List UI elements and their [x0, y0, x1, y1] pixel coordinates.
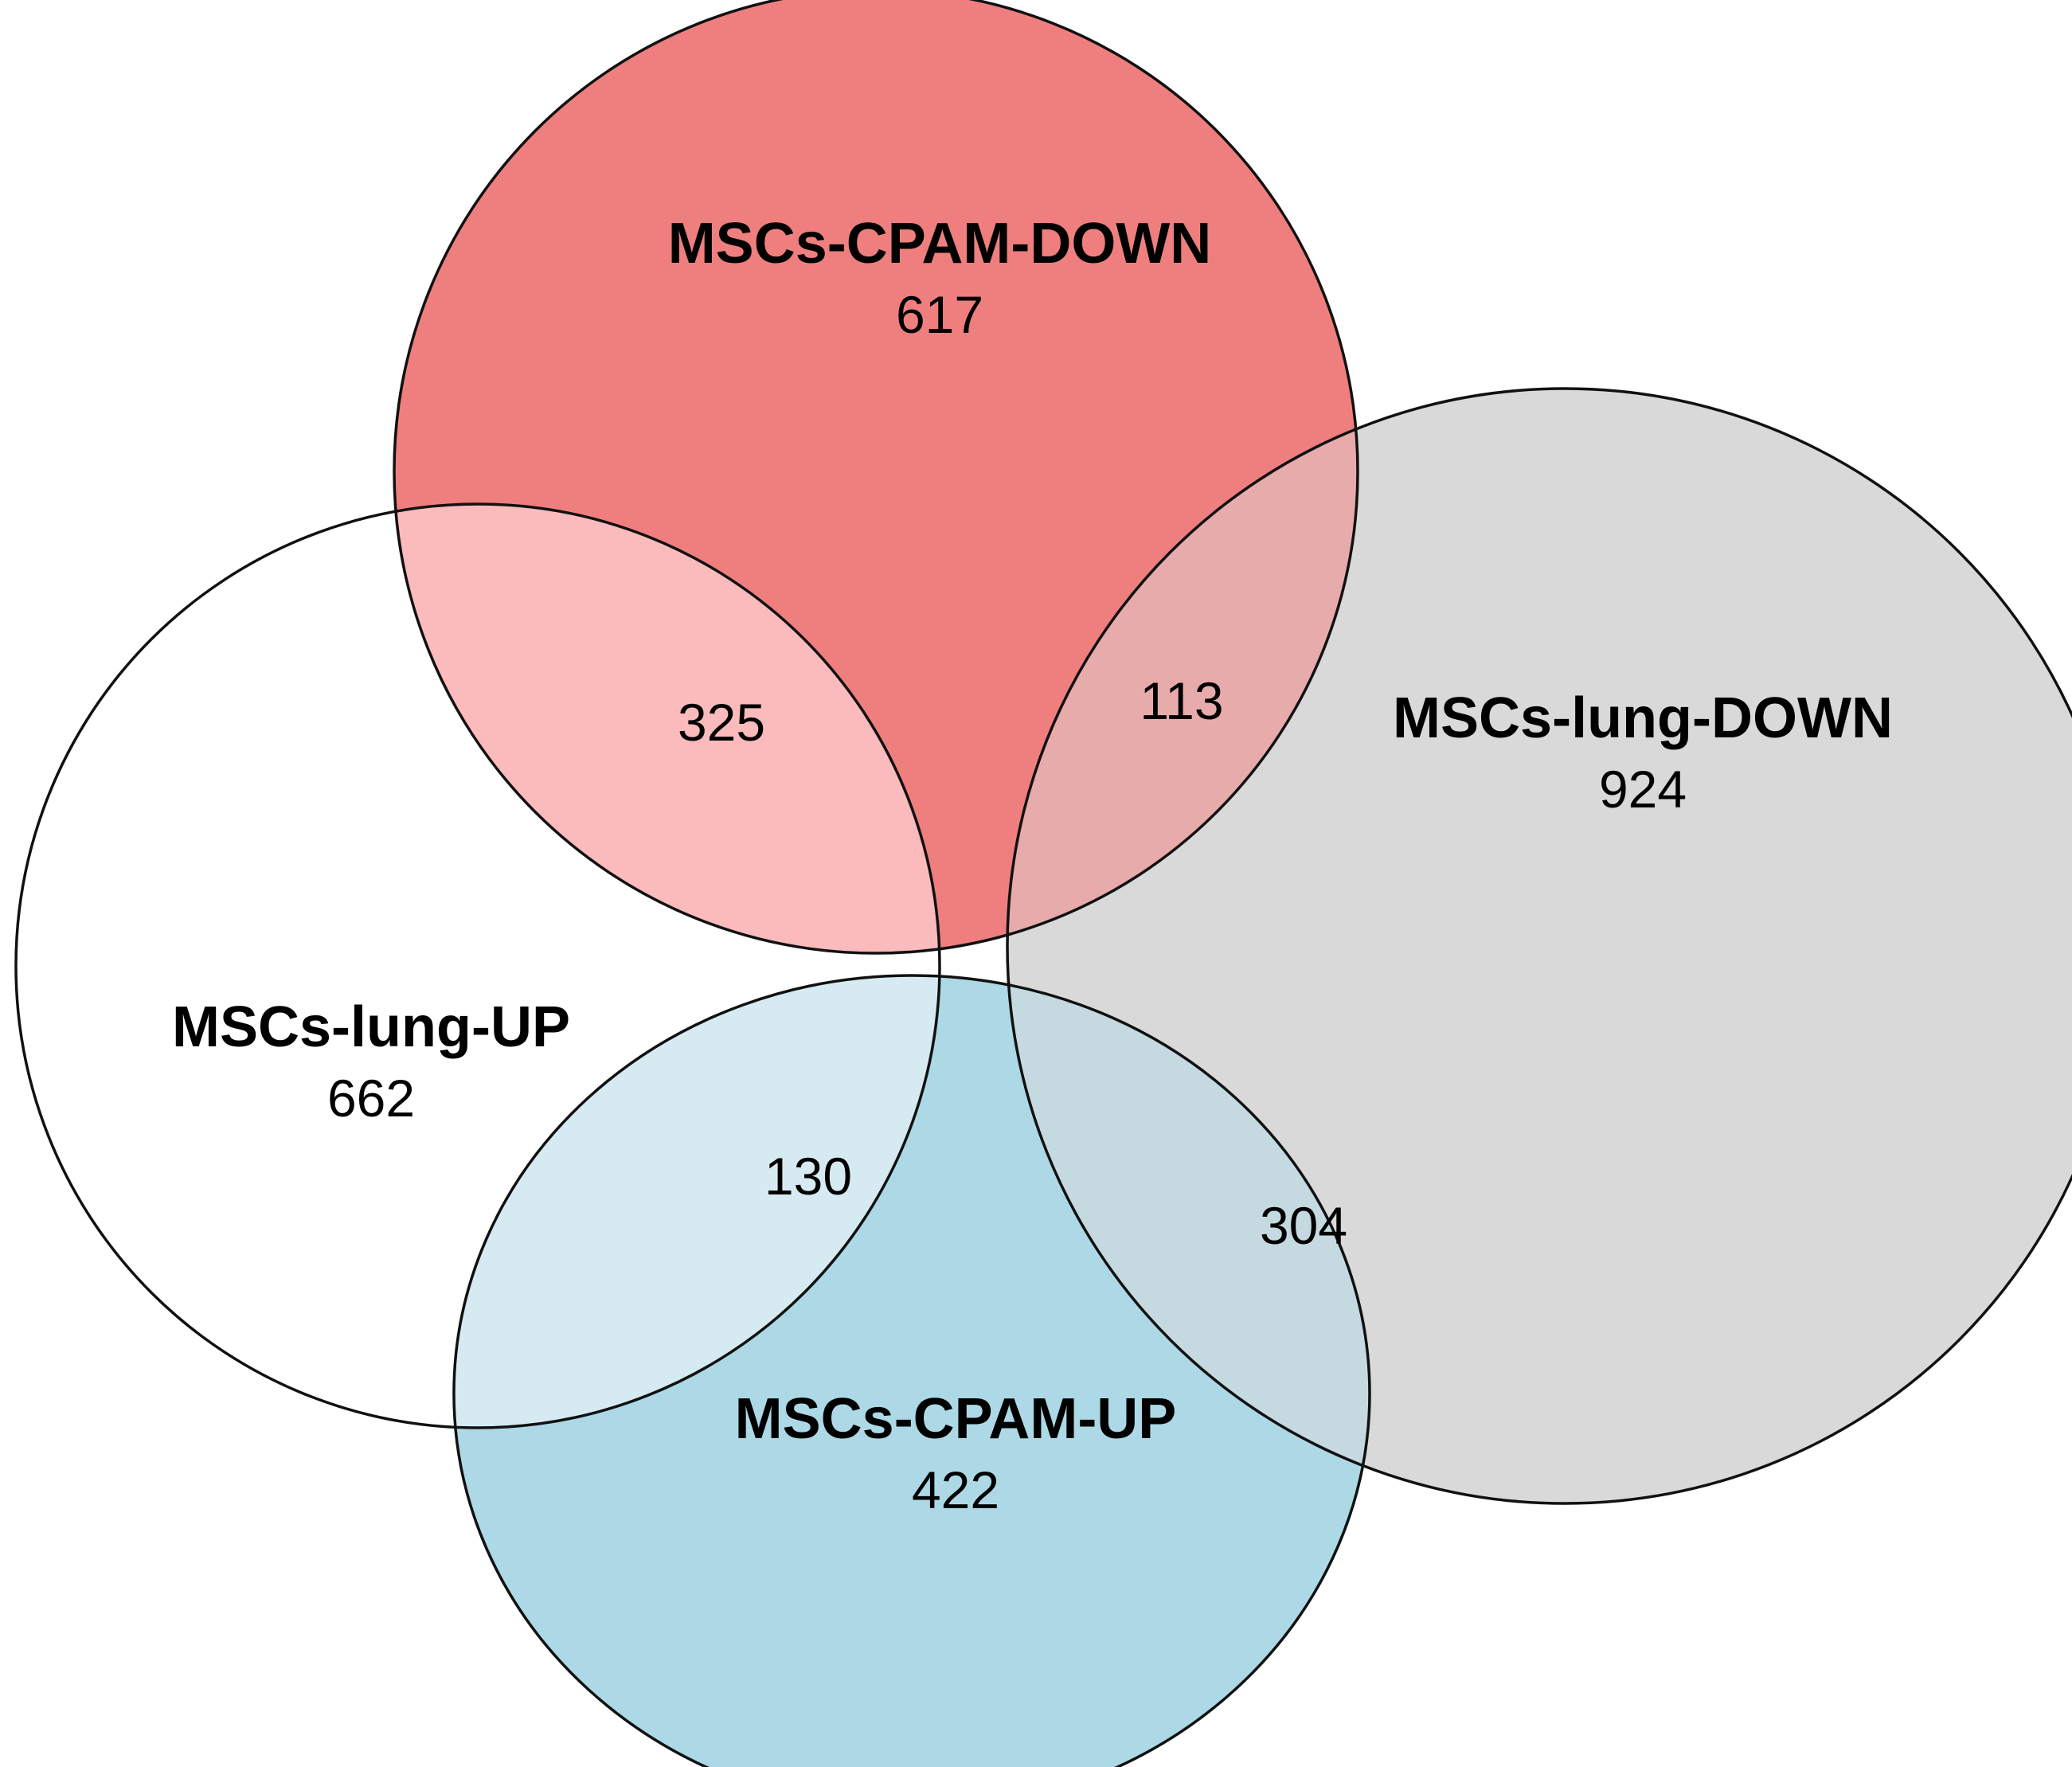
count-mscs-lung-up: 662 — [327, 1069, 415, 1128]
label-mscs-lung-down: MSCs-lung-DOWN — [1393, 686, 1893, 750]
outline-mscs-lung-up — [14, 502, 941, 1429]
label-mscs-cpam-down: MSCs-CPAM-DOWN — [668, 212, 1212, 276]
count-lung-up-cpam-down: 325 — [678, 693, 765, 752]
label-mscs-lung-up: MSCs-lung-UP — [172, 995, 570, 1059]
region-cpam-down-lung-down — [1007, 389, 1358, 953]
outline-mscs-cpam-up — [452, 974, 1371, 1767]
label-mscs-cpam-up: MSCs-CPAM-UP — [735, 1387, 1177, 1451]
count-lung-down-cpam-up: 304 — [1260, 1196, 1347, 1255]
region-lung-down-cpam-up — [1007, 975, 1370, 1503]
count-cpam-down-lung-down: 113 — [1140, 671, 1223, 730]
count-mscs-lung-down: 924 — [1599, 760, 1687, 819]
count-mscs-cpam-up: 422 — [912, 1460, 999, 1519]
count-lung-up-cpam-up: 130 — [764, 1147, 852, 1206]
outline-mscs-cpam-down — [393, 0, 1359, 955]
count-mscs-cpam-down: 617 — [896, 285, 983, 344]
outline-mscs-lung-down — [1006, 387, 2072, 1505]
region-lung-up-cpam-down — [394, 504, 940, 953]
